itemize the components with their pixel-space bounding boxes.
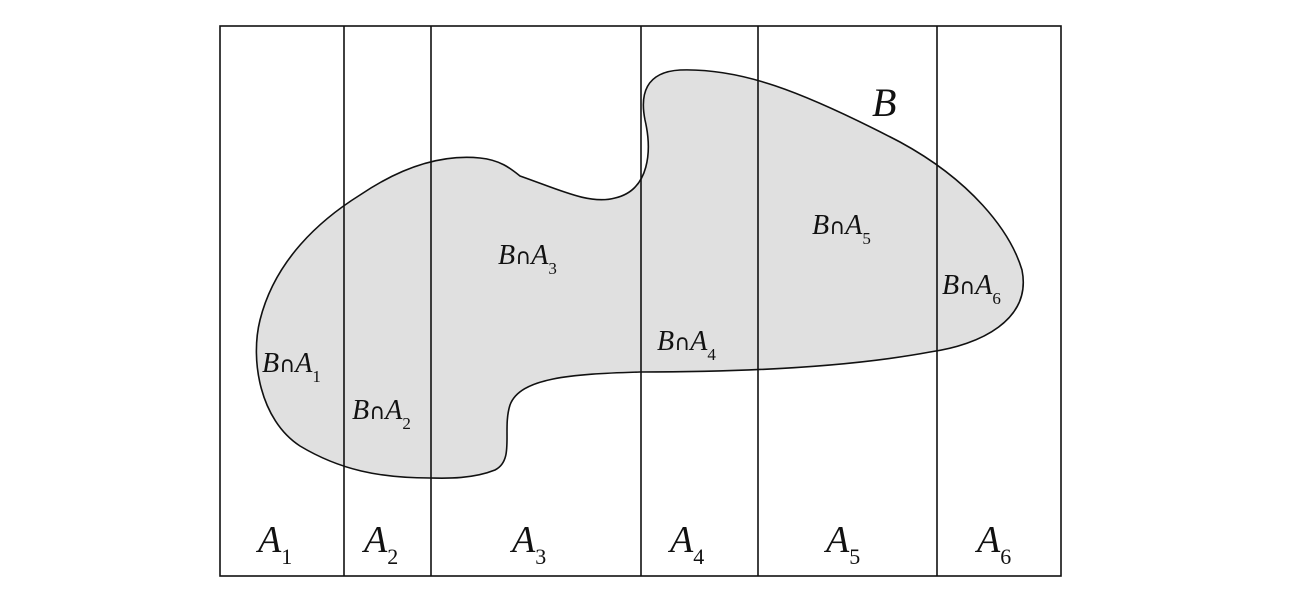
intersection-labels: B∩A1 B∩A2 B∩A3 B∩A4 B∩A5 B∩A6	[262, 210, 1001, 433]
partition-label-a4: A4	[667, 519, 704, 569]
intersection-label-5: B∩A5	[812, 210, 871, 248]
intersection-label-1: B∩A1	[262, 348, 321, 386]
partition-label-a6: A6	[974, 519, 1011, 569]
set-b-region	[255, 69, 1025, 479]
partition-label-a5: A5	[823, 519, 860, 569]
intersection-label-6: B∩A6	[942, 270, 1001, 308]
intersection-label-4: B∩A4	[657, 326, 716, 364]
partition-label-a1: A1	[255, 519, 292, 569]
partition-label-a3: A3	[509, 519, 546, 569]
partition-dividers	[343, 26, 938, 576]
intersection-label-2: B∩A2	[352, 395, 411, 433]
partition-labels: A1 A2 A3 A4 A5 A6	[255, 519, 1011, 569]
partition-label-a2: A2	[361, 519, 398, 569]
set-b-label: B	[872, 80, 896, 125]
intersection-label-3: B∩A3	[498, 240, 557, 278]
